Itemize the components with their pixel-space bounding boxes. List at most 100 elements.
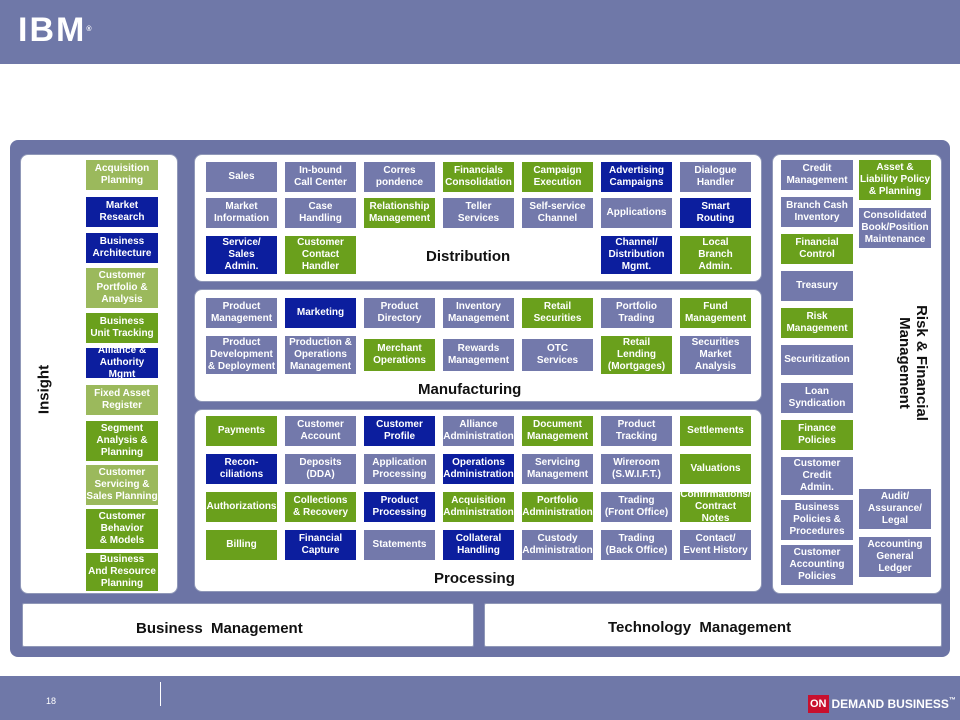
risk-box: Customer Credit Admin. <box>781 457 853 495</box>
manufacturing-box: Retail Lending (Mortgages) <box>601 336 672 374</box>
processing-box: Contact/ Event History <box>680 530 751 560</box>
risk-box: Accounting General Ledger <box>859 537 931 577</box>
insight-box: Business Architecture <box>86 233 158 263</box>
risk-box: Business Policies & Procedures <box>781 500 853 540</box>
processing-box: Deposits (DDA) <box>285 454 356 484</box>
risk-box: Financial Control <box>781 234 853 264</box>
distribution-box: Sales <box>206 162 277 192</box>
processing-box: Payments <box>206 416 277 446</box>
manufacturing-box: Marketing <box>285 298 356 328</box>
insight-box: Customer Behavior & Models <box>86 509 158 549</box>
manufacturing-box: Rewards Management <box>443 339 514 371</box>
distribution-box: Relationship Management <box>364 198 435 228</box>
distribution-box: Customer Contact Handler <box>285 236 356 274</box>
risk-box: Audit/ Assurance/ Legal <box>859 489 931 529</box>
distribution-box: In-bound Call Center <box>285 162 356 192</box>
distribution-box: Campaign Execution <box>522 162 593 192</box>
processing-box: Portfolio Administration <box>522 492 593 522</box>
manufacturing-box: Portfolio Trading <box>601 298 672 328</box>
distribution-box: Applications <box>601 198 672 228</box>
distribution-box: Case Handling <box>285 198 356 228</box>
distribution-box: Local Branch Admin. <box>680 236 751 274</box>
processing-box: Recon- ciliations <box>206 454 277 484</box>
processing-box: Servicing Management <box>522 454 593 484</box>
insight-box: Fixed Asset Register <box>86 385 158 415</box>
distribution-box: Service/ Sales Admin. <box>206 236 277 274</box>
on-demand-business-logo: ON DEMAND BUSINESS™ <box>808 694 956 714</box>
processing-title: Processing <box>434 570 515 587</box>
insight-box: Alliance & Authority Mgmt <box>86 348 158 378</box>
risk-box: Risk Management <box>781 308 853 338</box>
processing-box: Product Processing <box>364 492 435 522</box>
distribution-box: Financials Consolidation <box>443 162 514 192</box>
risk-box: Credit Management <box>781 160 853 190</box>
header-bar: IBM® <box>0 0 960 64</box>
distribution-box: Self-service Channel <box>522 198 593 228</box>
manufacturing-box: OTC Services <box>522 339 593 371</box>
processing-box: Trading (Back Office) <box>601 530 672 560</box>
processing-box: Operations Administration <box>443 454 514 484</box>
distribution-box: Advertising Campaigns <box>601 162 672 192</box>
manufacturing-title: Manufacturing <box>418 381 522 398</box>
risk-box: Customer Accounting Policies <box>781 545 853 585</box>
insight-box: Customer Servicing & Sales Planning <box>86 465 158 505</box>
risk-box: Asset & Liability Policy & Planning <box>859 160 931 200</box>
processing-box: Wireroom (S.W.I.F.T.) <box>601 454 672 484</box>
manufacturing-box: Merchant Operations <box>364 339 435 371</box>
on-demand-logo-text: DEMAND BUSINESS™ <box>831 697 956 711</box>
risk-box: Loan Syndication <box>781 383 853 413</box>
processing-box: Financial Capture <box>285 530 356 560</box>
page-number: 18 <box>46 696 57 706</box>
processing-box: Statements <box>364 530 435 560</box>
insight-box: Acquisition Planning <box>86 160 158 190</box>
manufacturing-box: Product Management <box>206 298 277 328</box>
processing-box: Valuations <box>680 454 751 484</box>
business-management-title: Business Management <box>136 620 303 637</box>
insight-box: Business Unit Tracking <box>86 313 158 343</box>
processing-box: Customer Profile <box>364 416 435 446</box>
risk-box: Consolidated Book/Position Maintenance <box>859 208 931 248</box>
ibm-logo: IBM® <box>18 11 92 49</box>
on-demand-logo-mark: ON <box>808 695 829 713</box>
processing-box: Application Processing <box>364 454 435 484</box>
processing-box: Billing <box>206 530 277 560</box>
manufacturing-box: Securities Market Analysis <box>680 336 751 374</box>
risk-box: Branch Cash Inventory <box>781 197 853 227</box>
processing-box: Settlements <box>680 416 751 446</box>
distribution-box: Dialogue Handler <box>680 162 751 192</box>
distribution-box: Corres pondence <box>364 162 435 192</box>
processing-box: Document Management <box>522 416 593 446</box>
processing-box: Acquisition Administration <box>443 492 514 522</box>
risk-box: Treasury <box>781 271 853 301</box>
insight-title: Insight <box>35 364 53 415</box>
distribution-box: Market Information <box>206 198 277 228</box>
processing-box: Customer Account <box>285 416 356 446</box>
distribution-title: Distribution <box>426 248 511 265</box>
distribution-box: Teller Services <box>443 198 514 228</box>
risk-title: Risk & Financial Management <box>896 305 930 421</box>
manufacturing-box: Fund Management <box>680 298 751 328</box>
technology-management-panel <box>484 603 942 647</box>
processing-box: Collections & Recovery <box>285 492 356 522</box>
distribution-box: Smart Routing <box>680 198 751 228</box>
technology-management-title: Technology Management <box>608 619 792 636</box>
business-management-panel <box>22 603 474 647</box>
risk-box: Securitization <box>781 345 853 375</box>
insight-box: Segment Analysis & Planning <box>86 421 158 461</box>
risk-box: Finance Policies <box>781 420 853 450</box>
processing-box: Collateral Handling <box>443 530 514 560</box>
manufacturing-box: Inventory Management <box>443 298 514 328</box>
footer-divider <box>160 682 161 706</box>
processing-box: Authorizations <box>206 492 277 522</box>
manufacturing-box: Product Development & Deployment <box>206 336 277 374</box>
processing-box: Trading (Front Office) <box>601 492 672 522</box>
processing-box: Confirmations/ Contract Notes <box>680 492 751 522</box>
processing-box: Product Tracking <box>601 416 672 446</box>
manufacturing-box: Product Directory <box>364 298 435 328</box>
insight-box: Market Research <box>86 197 158 227</box>
manufacturing-box: Production & Operations Management <box>285 336 356 374</box>
insight-box: Business And Resource Planning <box>86 553 158 591</box>
insight-box: Customer Portfolio & Analysis <box>86 268 158 308</box>
manufacturing-box: Retail Securities <box>522 298 593 328</box>
processing-box: Custody Administration <box>522 530 593 560</box>
